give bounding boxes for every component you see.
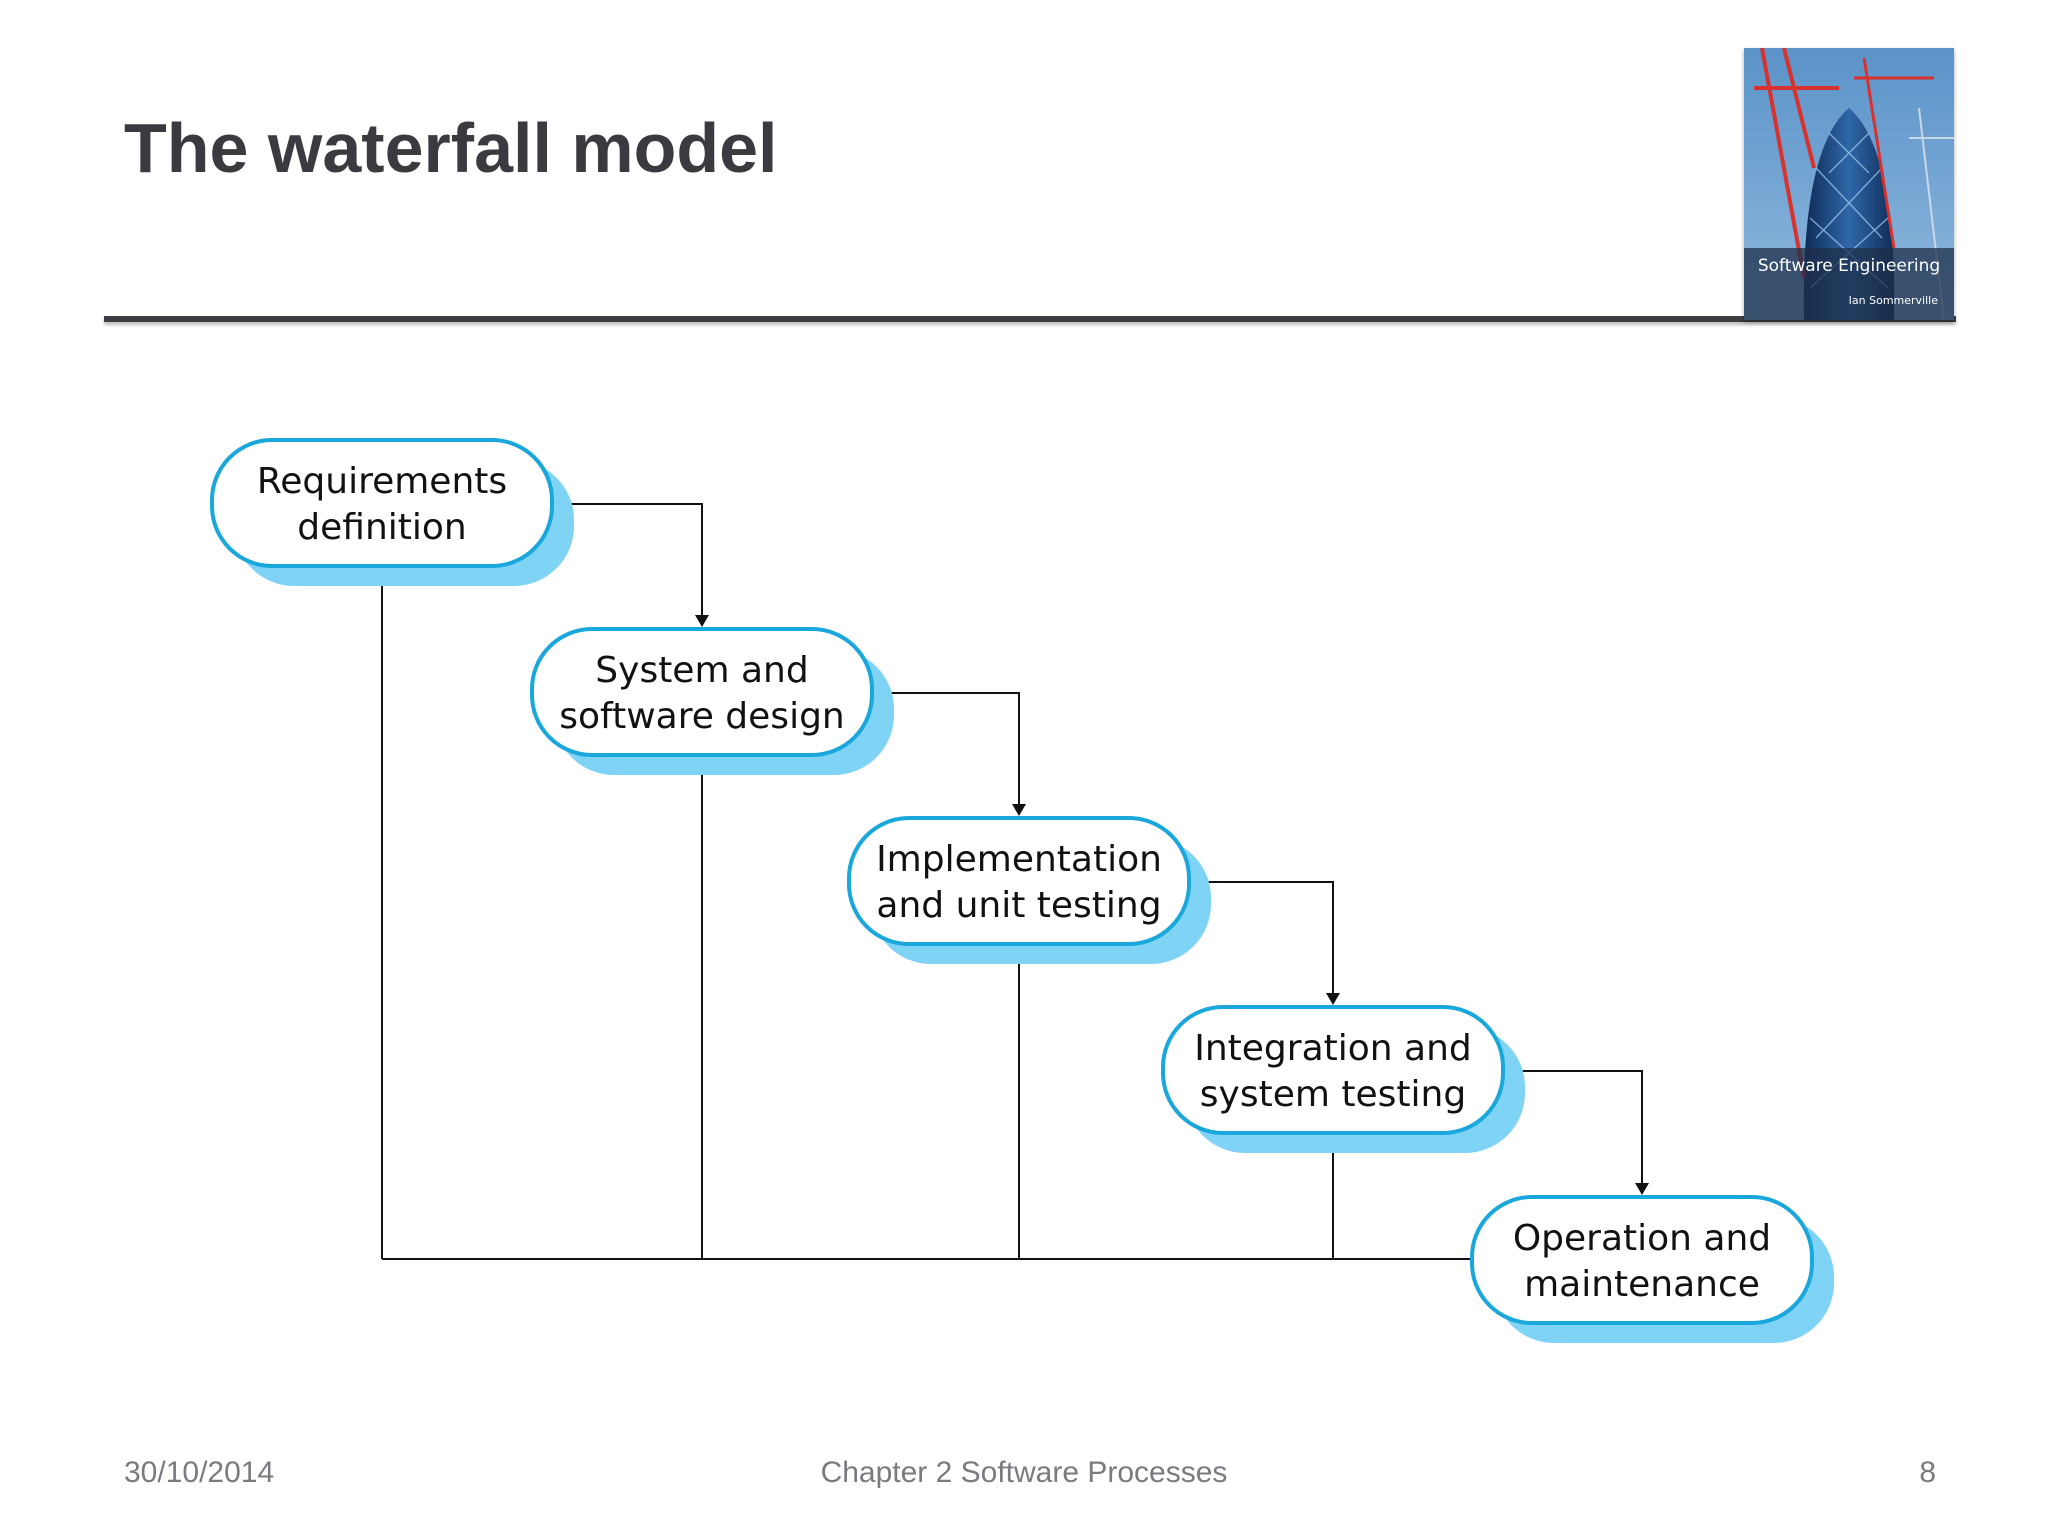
book-cover-author: Ian Sommerville: [1848, 294, 1938, 307]
stage-label: Operation and: [1513, 1218, 1771, 1259]
stage-label: definition: [297, 507, 466, 548]
forward-arrow: [1205, 881, 1340, 1005]
footer-chapter: Chapter 2 Software Processes: [820, 1456, 1228, 1489]
stage-box: [210, 438, 554, 568]
stage-label: system testing: [1200, 1074, 1466, 1115]
forward-arrow: [568, 503, 709, 627]
slide-title: The waterfall model: [124, 109, 778, 187]
footer-date: 30/10/2014: [124, 1456, 275, 1489]
stage-label: and unit testing: [876, 885, 1161, 926]
stage-box: [530, 627, 874, 757]
book-cover-artwork: [1744, 48, 1954, 320]
footer-page-number: 8: [1919, 1456, 1936, 1489]
stage-integration: Integration and system testing: [1161, 1005, 1525, 1153]
stage-operation: Operation and maintenance: [1470, 1195, 1834, 1343]
stage-label: Implementation: [876, 839, 1162, 880]
stage-design: System and software design: [530, 627, 894, 775]
stage-label: System and: [595, 650, 808, 691]
stage-requirements: Requirements definition: [210, 438, 574, 586]
book-cover-image: Software Engineering Ian Sommerville: [1744, 48, 1954, 320]
forward-arrow: [888, 692, 1026, 816]
book-cover-title: Software Engineering: [1757, 256, 1941, 276]
stage-box: [1161, 1005, 1505, 1135]
stage-box: [847, 816, 1191, 946]
stage-label: software design: [559, 696, 844, 737]
forward-arrow: [1519, 1070, 1649, 1195]
title-divider: [104, 316, 1956, 322]
diagram-connectors: [375, 503, 1649, 1260]
stage-label: Requirements: [257, 461, 507, 502]
stage-label: Integration and: [1194, 1028, 1472, 1069]
stage-implementation: Implementation and unit testing: [847, 816, 1211, 964]
stage-box: [1470, 1195, 1814, 1325]
stage-label: maintenance: [1524, 1264, 1760, 1305]
